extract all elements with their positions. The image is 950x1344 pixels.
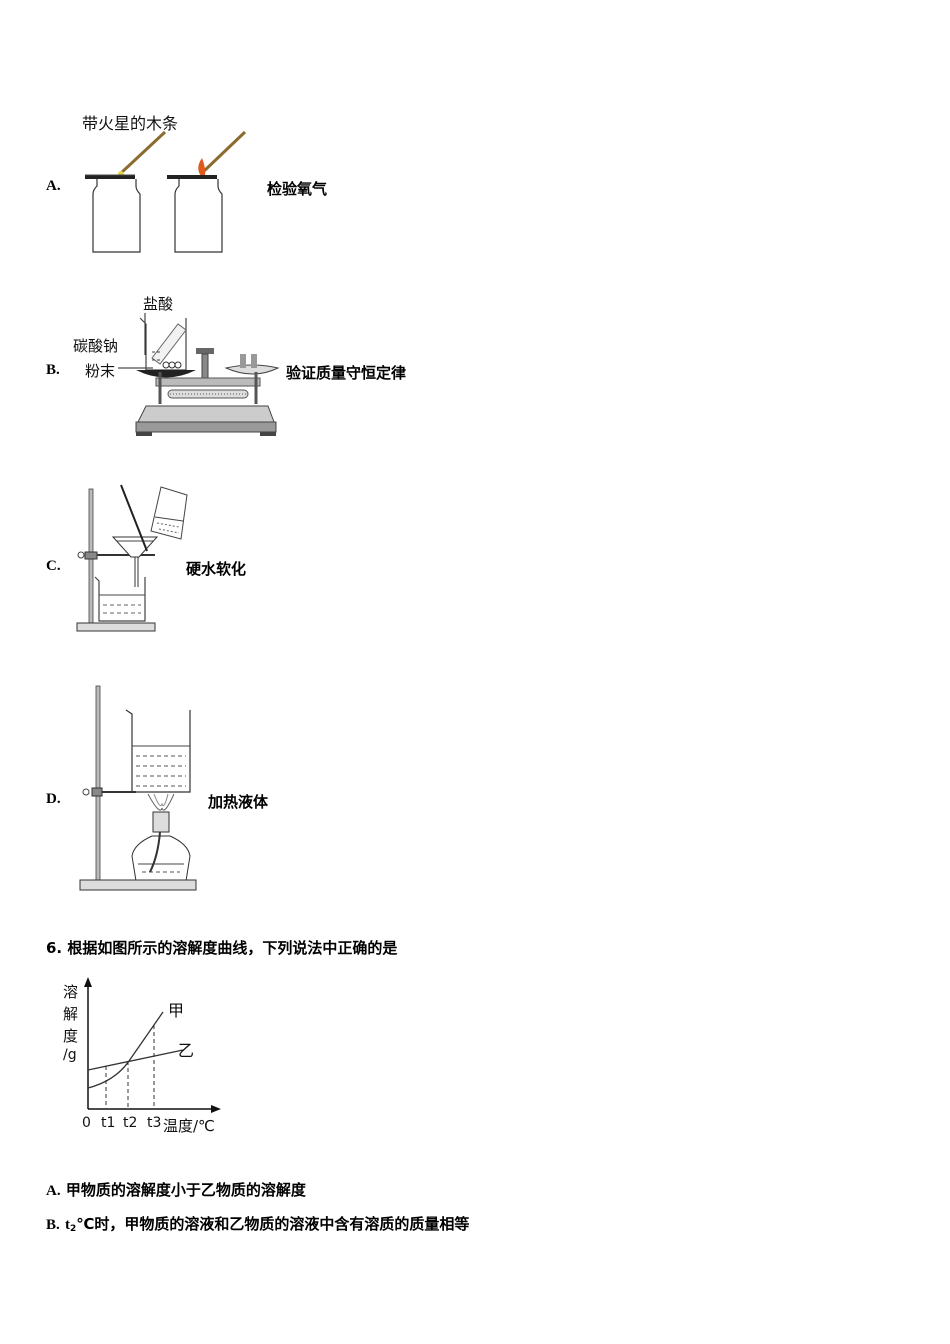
option-b-letter: B. bbox=[46, 362, 60, 378]
series-label-jia: 甲 bbox=[168, 1001, 185, 1020]
hydrochloric-acid-label: 盐酸 bbox=[143, 295, 174, 313]
q6-option-a[interactable]: A. 甲物质的溶解度小于乙物质的溶解度 bbox=[46, 1179, 306, 1200]
solubility-chart: 溶 解 度 /g 甲 乙 0 t1 t2 t3 温度/℃ bbox=[55, 975, 235, 1140]
option-a-caption: 检验氧气 bbox=[267, 180, 328, 198]
option-d-letter: D. bbox=[46, 791, 61, 807]
x-tick-t2: t2 bbox=[123, 1115, 138, 1131]
oxygen-test-figure bbox=[85, 130, 247, 253]
burning-stick-label: 带火星的木条 bbox=[82, 114, 179, 133]
q6-option-b-text: ℃时，甲物质的溶液和乙物质的溶液中含有溶质的质量相等 bbox=[76, 1215, 470, 1233]
question-6-stem: 6. 根据如图所示的溶解度曲线，下列说法中正确的是 bbox=[46, 937, 397, 958]
option-b-caption: 验证质量守恒定律 bbox=[286, 364, 407, 382]
q6-option-b-prefix: t bbox=[65, 1217, 70, 1233]
x-tick-t1: t1 bbox=[101, 1115, 116, 1131]
y-axis-label-1: 溶 bbox=[63, 983, 79, 1001]
heating-liquid-figure bbox=[79, 685, 197, 891]
q6-option-a-letter: A. bbox=[46, 1183, 61, 1199]
option-c-letter: C. bbox=[46, 558, 61, 574]
y-axis-label-3: 度 bbox=[63, 1027, 79, 1045]
sodium-carbonate-label: 碳酸钠 bbox=[73, 337, 119, 355]
x-tick-t3: t3 bbox=[147, 1115, 162, 1131]
option-a-letter: A. bbox=[46, 178, 61, 194]
option-c-caption: 硬水软化 bbox=[186, 560, 247, 578]
q6-option-b[interactable]: B. t2℃时，甲物质的溶液和乙物质的溶液中含有溶质的质量相等 bbox=[46, 1213, 469, 1234]
question-text: 根据如图所示的溶解度曲线，下列说法中正确的是 bbox=[67, 939, 398, 957]
powder-label: 粉末 bbox=[85, 362, 116, 380]
q6-option-b-subscript: 2 bbox=[70, 1224, 77, 1234]
series-label-yi: 乙 bbox=[178, 1041, 195, 1060]
y-axis-label-4: /g bbox=[63, 1047, 77, 1063]
x-tick-0: 0 bbox=[82, 1115, 91, 1131]
question-number: 6. bbox=[46, 939, 63, 957]
option-d-caption: 加热液体 bbox=[208, 793, 269, 811]
balance-figure bbox=[118, 313, 280, 436]
q6-option-a-text: 甲物质的溶解度小于乙物质的溶解度 bbox=[65, 1181, 306, 1199]
q6-option-b-letter: B. bbox=[46, 1217, 60, 1233]
y-axis-label-2: 解 bbox=[63, 1005, 79, 1023]
filtration-figure bbox=[76, 484, 188, 632]
solubility-plot bbox=[84, 977, 221, 1113]
x-axis-label: 温度/℃ bbox=[163, 1117, 215, 1135]
